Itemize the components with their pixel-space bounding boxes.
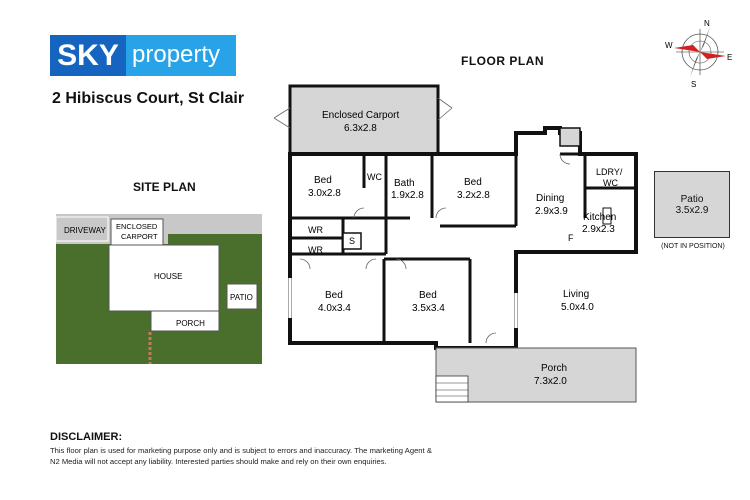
- patio-label: Patio: [680, 194, 704, 205]
- room-carport: [288, 84, 440, 156]
- porch-steps: [435, 375, 469, 403]
- carport-label: Enclosed Carport: [322, 110, 399, 121]
- site-house-label: HOUSE: [154, 272, 182, 281]
- site-carport-label-2: CARPORT: [121, 232, 158, 241]
- fridge-label: F: [568, 233, 574, 243]
- floor-plan: Enclosed Carport 6.3x2.8 Bed 3.0x2.8 WC …: [273, 84, 638, 403]
- bed2-size: 3.2x2.8: [457, 190, 490, 201]
- room-porch: [435, 347, 637, 403]
- storage-label: S: [349, 236, 355, 246]
- site-house: [108, 244, 220, 312]
- floor-plan-title: FLOOR PLAN: [461, 54, 544, 68]
- dining-size: 2.9x3.9: [535, 206, 568, 217]
- logo-property-text: property: [126, 35, 236, 76]
- room-patio: Patio 3.5x2.9: [654, 171, 730, 238]
- site-plan-title: SITE PLAN: [133, 180, 196, 194]
- bed2-label: Bed: [464, 177, 482, 188]
- site-porch: [150, 310, 220, 332]
- kitchen-label: Kitchen: [583, 212, 616, 223]
- living-label: Living: [563, 289, 589, 300]
- bed3-label: Bed: [325, 290, 343, 301]
- patio-size: 3.5x2.9: [675, 205, 709, 216]
- porch-size: 7.3x2.0: [534, 376, 567, 387]
- carport-size: 6.3x2.8: [344, 123, 377, 134]
- compass-s: S: [691, 80, 696, 89]
- compass-e: E: [727, 53, 732, 62]
- site-patio: [226, 283, 258, 310]
- patio-note: (NOT IN POSITION): [661, 243, 725, 250]
- bed3-size: 4.0x3.4: [318, 303, 351, 314]
- wr1-label: WR: [308, 225, 323, 235]
- site-driveway-label: DRIVEWAY: [64, 226, 106, 235]
- bed1-label: Bed: [314, 175, 332, 186]
- disclaimer-title: DISCLAIMER:: [50, 431, 123, 443]
- site-plan: DRIVEWAY ENCLOSED CARPORT HOUSE PATIO PO…: [56, 214, 262, 364]
- logo-sky-text: SKY: [50, 35, 126, 76]
- wc-label: WC: [367, 172, 382, 182]
- bath-size: 1.9x2.8: [391, 190, 424, 201]
- living-size: 5.0x4.0: [561, 302, 594, 313]
- bath-label: Bath: [394, 178, 415, 189]
- sky-property-logo: SKY property: [50, 35, 236, 76]
- site-porch-label: PORCH: [176, 319, 205, 328]
- kitchen-size: 2.9x2.3: [582, 224, 615, 235]
- bed4-size: 3.5x3.4: [412, 303, 445, 314]
- compass-w: W: [665, 41, 673, 50]
- compass-n: N: [704, 19, 710, 28]
- property-address: 2 Hibiscus Court, St Clair: [52, 90, 245, 107]
- disclaimer-text: This floor plan is used for marketing pu…: [50, 446, 432, 466]
- laundry-label-2: WC: [603, 178, 618, 188]
- laundry-label: LDRY/: [596, 167, 623, 177]
- site-patio-label: PATIO: [230, 293, 253, 302]
- porch-label: Porch: [541, 363, 567, 374]
- bed4-label: Bed: [419, 290, 437, 301]
- dining-label: Dining: [536, 193, 564, 204]
- compass-icon: N E S W: [665, 19, 732, 89]
- site-carport-label-1: ENCLOSED: [116, 222, 158, 231]
- bed1-size: 3.0x2.8: [308, 188, 341, 199]
- wr2-label: WR: [308, 245, 323, 255]
